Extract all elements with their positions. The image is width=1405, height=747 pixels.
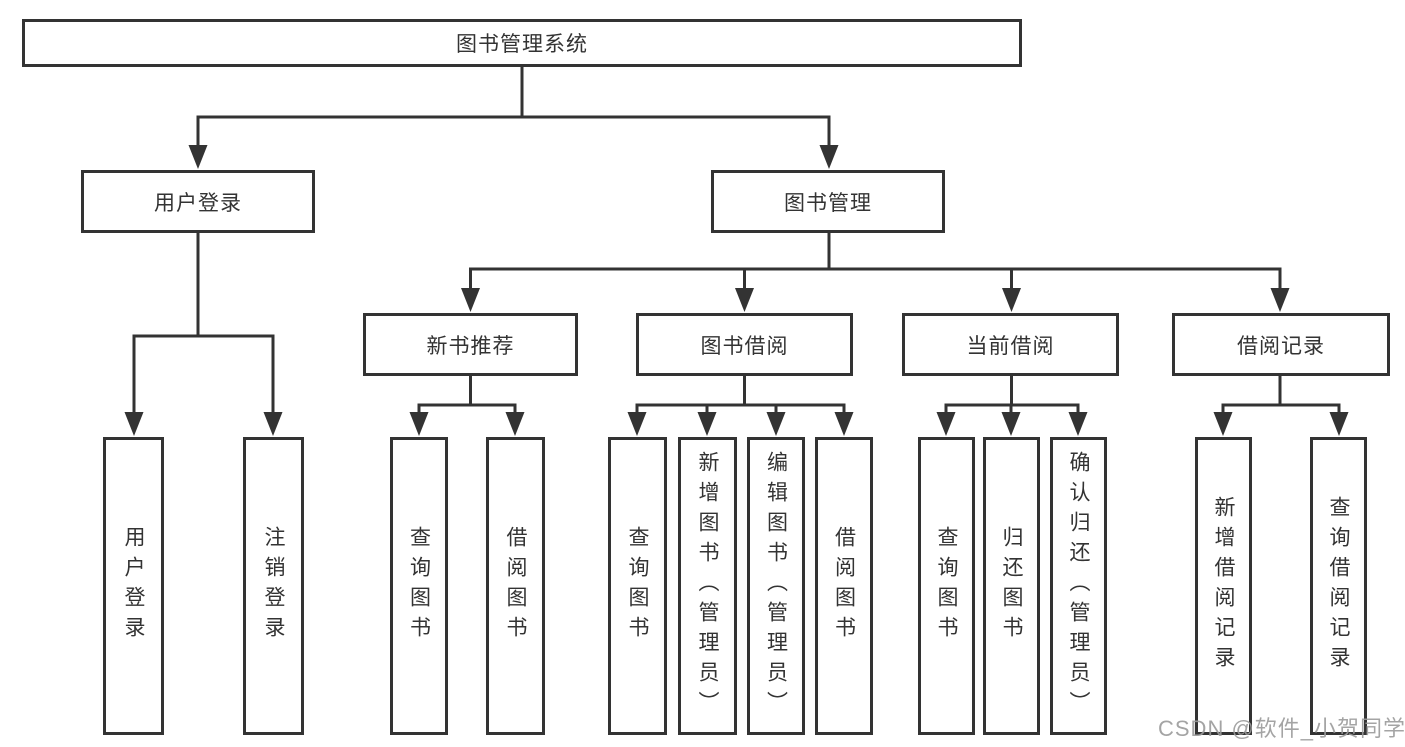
leaf-edit-books-admin-label: 编辑图书（管理员） [764, 451, 788, 721]
leaf-borrow-books-borrowing-label: 借阅图书 [832, 526, 856, 646]
leaf-query-books-borrowing: 查询图书 [608, 437, 667, 735]
leaf-add-books-admin: 新增图书（管理员） [678, 437, 737, 735]
node-book-management: 图书管理 [711, 170, 945, 233]
leaf-query-books-recommend: 查询图书 [390, 437, 448, 735]
leaf-return-books: 归还图书 [983, 437, 1040, 735]
leaf-user-login-label: 用户登录 [122, 526, 145, 646]
leaf-query-books-recommend-label: 查询图书 [407, 526, 431, 646]
node-current-borrowing: 当前借阅 [902, 313, 1119, 376]
leaf-confirm-return-admin-label: 确认归还（管理员） [1067, 451, 1090, 721]
leaf-confirm-return-admin: 确认归还（管理员） [1050, 437, 1107, 735]
leaf-borrow-books-borrowing: 借阅图书 [815, 437, 873, 735]
leaf-add-books-admin-label: 新增图书（管理员） [696, 451, 719, 721]
leaf-logout-label: 注销登录 [262, 526, 285, 646]
leaf-logout: 注销登录 [243, 437, 304, 735]
leaf-query-books-current-label: 查询图书 [935, 526, 958, 646]
leaf-add-borrow-record: 新增借阅记录 [1195, 437, 1252, 735]
node-new-book-recommend: 新书推荐 [363, 313, 578, 376]
leaf-query-books-borrowing-label: 查询图书 [626, 526, 649, 646]
leaf-query-borrow-record: 查询借阅记录 [1310, 437, 1367, 735]
csdn-watermark: CSDN @软件_小贺同学 [1158, 716, 1405, 741]
node-borrowing-records: 借阅记录 [1172, 313, 1390, 376]
node-root: 图书管理系统 [22, 19, 1022, 67]
leaf-edit-books-admin: 编辑图书（管理员） [747, 437, 805, 735]
leaf-query-books-current: 查询图书 [918, 437, 975, 735]
leaf-borrow-books-recommend: 借阅图书 [486, 437, 545, 735]
node-book-borrowing: 图书借阅 [636, 313, 853, 376]
node-user-login: 用户登录 [81, 170, 315, 233]
leaf-return-books-label: 归还图书 [1000, 526, 1023, 646]
leaf-query-borrow-record-label: 查询借阅记录 [1327, 496, 1350, 676]
leaf-add-borrow-record-label: 新增借阅记录 [1212, 496, 1235, 676]
leaf-user-login: 用户登录 [103, 437, 164, 735]
leaf-borrow-books-recommend-label: 借阅图书 [504, 526, 527, 646]
